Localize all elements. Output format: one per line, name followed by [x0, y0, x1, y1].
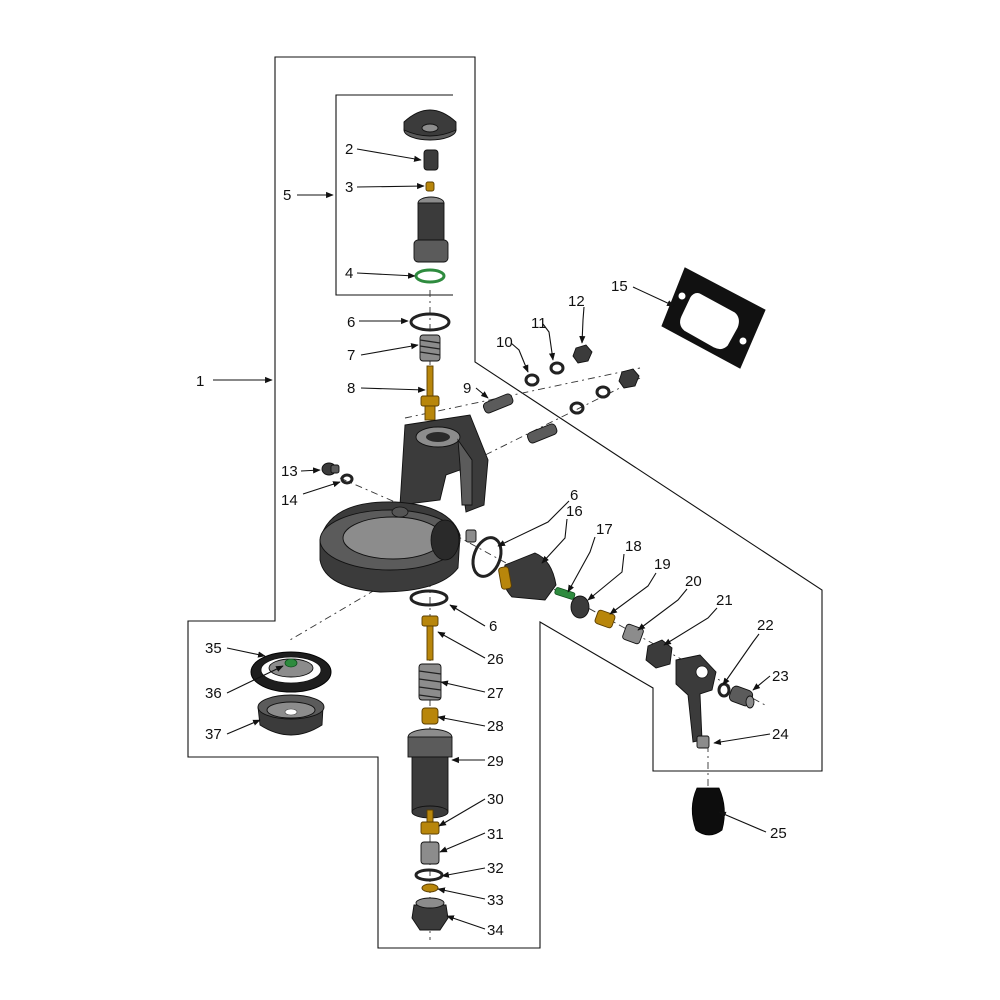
callout-10: 10 — [496, 334, 513, 351]
part-13-plug — [321, 462, 340, 476]
part-10-washer-upper — [524, 373, 540, 387]
callout-15: 15 — [611, 278, 628, 295]
part-19-bushing — [594, 609, 616, 629]
leader-lines — [213, 148, 771, 930]
callout-22: 22 — [757, 617, 774, 634]
part-9-pin-upper — [482, 393, 514, 414]
assembly-boundary — [187, 56, 823, 949]
part-36-screen — [268, 658, 314, 678]
part-20-spring — [622, 623, 644, 645]
part-32-ring — [414, 868, 444, 882]
callout-32: 32 — [487, 860, 504, 877]
callout-34: 34 — [487, 922, 504, 939]
callout-23: 23 — [772, 668, 789, 685]
part-15-gasket — [661, 267, 766, 369]
callout-37: 37 — [205, 726, 222, 743]
callout-13: 13 — [281, 463, 298, 480]
callout-3: 3 — [345, 179, 353, 196]
callout-9: 9 — [463, 380, 471, 397]
callout-5: 5 — [283, 187, 291, 204]
callout-20: 20 — [685, 573, 702, 590]
callout-25: 25 — [770, 825, 787, 842]
part-11-washer-lower — [595, 385, 611, 399]
part-22-washer — [717, 682, 731, 698]
part-26-stem — [421, 615, 439, 661]
part-28-bushing — [421, 707, 439, 725]
subassembly-box — [335, 94, 453, 296]
part-6-ring-lower — [409, 589, 449, 607]
part-23-pin — [728, 685, 755, 709]
part-8-stem — [420, 365, 440, 421]
callout-4: 4 — [345, 265, 353, 282]
part-9-pin-lower — [526, 423, 558, 444]
part-2-sleeve — [423, 149, 439, 171]
part-3-screw — [425, 181, 435, 192]
callout-33: 33 — [487, 892, 504, 909]
callout-6-lower: 6 — [489, 618, 497, 635]
callout-14: 14 — [281, 492, 298, 509]
callout-31: 31 — [487, 826, 504, 843]
part-24-lever — [675, 654, 717, 749]
callout-21: 21 — [716, 592, 733, 609]
callout-6-right: 6 — [570, 487, 578, 504]
callout-17: 17 — [596, 521, 613, 538]
part-27-spring — [418, 663, 442, 701]
callout-6-top: 6 — [347, 314, 355, 331]
callout-19: 19 — [654, 556, 671, 573]
part-10-washer-lower — [569, 401, 585, 415]
callout-26: 26 — [487, 651, 504, 668]
callout-1: 1 — [196, 373, 204, 390]
part-16-valve-fitting — [498, 552, 557, 601]
part-21-nut — [645, 639, 673, 669]
callout-12: 12 — [568, 293, 585, 310]
part-30-stem — [420, 809, 440, 835]
part-25-knob — [691, 787, 725, 836]
part-29-cylinder — [407, 728, 453, 819]
cap-knob-part — [403, 109, 457, 141]
part-33-washer — [421, 883, 439, 893]
callout-30: 30 — [487, 791, 504, 808]
part-17-shaft — [554, 587, 576, 600]
part-4-oring — [414, 268, 446, 284]
part-18-seal — [570, 595, 590, 619]
part-12-nut-upper — [572, 344, 593, 364]
callout-2: 2 — [345, 141, 353, 158]
callout-27: 27 — [487, 685, 504, 702]
part-31-spring — [420, 841, 440, 865]
part-6-ring-top — [409, 312, 451, 332]
valve-body-part — [413, 196, 449, 263]
callout-11: 11 — [531, 315, 547, 332]
part-37-basket — [257, 694, 325, 736]
part-11-washer-upper — [549, 361, 565, 375]
part-7-spring — [419, 334, 441, 362]
part-12-nut-lower — [618, 368, 640, 389]
callout-7: 7 — [347, 347, 355, 364]
callout-29: 29 — [487, 753, 504, 770]
group-head-housing — [319, 414, 489, 593]
part-6-ring-right — [471, 536, 503, 578]
callout-24: 24 — [772, 726, 789, 743]
callout-36: 36 — [205, 685, 222, 702]
callout-18: 18 — [625, 538, 642, 555]
part-34-fitting — [411, 897, 449, 931]
callout-16: 16 — [566, 503, 583, 520]
callout-28: 28 — [487, 718, 504, 735]
callout-8: 8 — [347, 380, 355, 397]
callout-35: 35 — [205, 640, 222, 657]
callout-labels: 1 2 3 4 5 6 6 6 7 8 9 10 11 12 13 14 15 … — [196, 141, 789, 939]
part-14-washer — [340, 473, 354, 485]
